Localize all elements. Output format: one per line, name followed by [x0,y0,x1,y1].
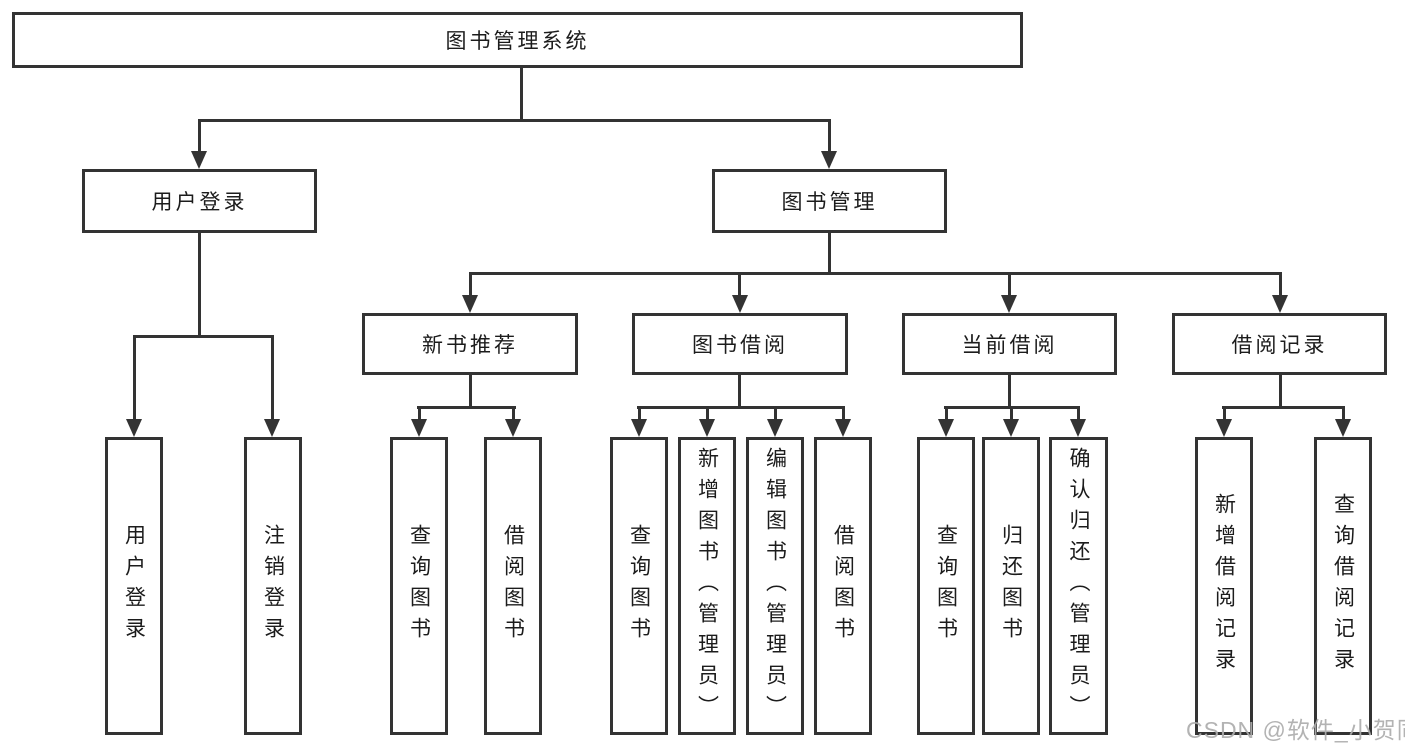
connector-new-book-hline [417,406,516,409]
leaf-borrow-add-label: 新增图书（管理员） [695,446,719,726]
arrowhead-borrow-record [1272,295,1288,313]
node-new-book-recommend-label: 新书推荐 [422,334,518,357]
connector-level3-hline [469,272,1282,275]
leaf-current-query: 查询图书 [917,437,975,735]
connector-to-leaf-current-query [945,406,948,420]
connector-to-leaf-newbook-borrow [512,406,515,420]
connector-to-leaf-newbook-query [418,406,421,420]
connector-to-book-borrow [738,272,741,297]
arrowhead-leaf-borrow-borrow [835,419,851,437]
connector-to-leaf-record-query [1342,406,1345,420]
arrowhead-new-book-recommend [462,295,478,313]
arrowhead-leaf-logout [264,419,280,437]
leaf-newbook-borrow-label: 借阅图书 [501,524,525,648]
arrowhead-leaf-borrow-query [631,419,647,437]
leaf-borrow-query: 查询图书 [610,437,668,735]
leaf-newbook-borrow: 借阅图书 [484,437,542,735]
node-current-borrow: 当前借阅 [902,313,1117,375]
connector-borrow-record-stem [1279,375,1282,408]
arrowhead-leaf-newbook-query [411,419,427,437]
connector-borrow-record-hline [1222,406,1344,409]
leaf-borrow-borrow-label: 借阅图书 [831,524,855,648]
leaf-current-confirm: 确认归还（管理员） [1049,437,1108,735]
connector-to-leaf-current-confirm [1077,406,1080,420]
connector-user-login-stem [198,233,201,337]
arrowhead-leaf-newbook-borrow [505,419,521,437]
leaf-record-add-label: 新增借阅记录 [1212,493,1236,679]
connector-to-leaf-user-login [133,335,136,420]
node-borrow-record: 借阅记录 [1172,313,1387,375]
node-user-login-label: 用户登录 [151,191,248,214]
arrowhead-leaf-current-query [938,419,954,437]
connector-to-book-management [828,119,831,152]
node-book-borrow-label: 图书借阅 [692,334,788,357]
connector-book-borrow-stem [738,375,741,408]
connector-book-borrow-hline [637,406,844,409]
arrowhead-leaf-borrow-edit [767,419,783,437]
leaf-borrow-edit-label: 编辑图书（管理员） [763,446,787,726]
connector-to-current-borrow [1008,272,1011,297]
leaf-borrow-query-label: 查询图书 [627,524,651,648]
connector-to-leaf-logout [271,335,274,420]
leaf-newbook-query-label: 查询图书 [407,524,431,648]
arrowhead-leaf-current-return [1003,419,1019,437]
leaf-newbook-query: 查询图书 [390,437,448,735]
connector-to-leaf-borrow-query [638,406,641,420]
leaf-record-query-label: 查询借阅记录 [1331,493,1355,679]
connector-to-leaf-borrow-add [706,406,709,420]
connector-level2-hline [198,119,830,122]
leaf-user-login: 用户登录 [105,437,163,735]
connector-book-management-stem [828,233,831,274]
connector-current-borrow-stem [1008,375,1011,408]
arrowhead-leaf-user-login [126,419,142,437]
leaf-logout-label: 注销登录 [261,524,285,648]
node-book-management-label: 图书管理 [781,191,878,214]
leaf-borrow-borrow: 借阅图书 [814,437,872,735]
leaf-current-confirm-label: 确认归还（管理员） [1067,446,1090,726]
leaf-current-return-label: 归还图书 [999,524,1023,648]
connector-root-stem [520,68,523,120]
arrowhead-leaf-record-query [1335,419,1351,437]
leaf-current-query-label: 查询图书 [934,524,958,648]
csdn-watermark: CSDN @软件_小贺同学 [1186,717,1405,743]
connector-to-new-book-recommend [469,272,472,297]
connector-to-borrow-record [1279,272,1282,297]
arrowhead-book-borrow [732,295,748,313]
leaf-record-query: 查询借阅记录 [1314,437,1372,735]
connector-to-leaf-current-return [1010,406,1013,420]
connector-to-leaf-borrow-edit [774,406,777,420]
node-user-login: 用户登录 [82,169,317,233]
node-root: 图书管理系统 [12,12,1023,68]
leaf-user-login-label: 用户登录 [122,524,146,648]
leaf-logout: 注销登录 [244,437,302,735]
node-book-management: 图书管理 [712,169,947,233]
arrowhead-leaf-record-add [1216,419,1232,437]
leaf-record-add: 新增借阅记录 [1195,437,1253,735]
arrowhead-leaf-current-confirm [1070,419,1086,437]
arrowhead-leaf-borrow-add [699,419,715,437]
arrowhead-current-borrow [1001,295,1017,313]
connector-to-user-login [198,119,201,152]
node-new-book-recommend: 新书推荐 [362,313,578,375]
connector-to-leaf-borrow-borrow [842,406,845,420]
connector-new-book-stem [469,375,472,408]
arrowhead-book-management [821,151,837,169]
leaf-borrow-add: 新增图书（管理员） [678,437,736,735]
leaf-current-return: 归还图书 [982,437,1040,735]
leaf-borrow-edit: 编辑图书（管理员） [746,437,804,735]
node-borrow-record-label: 借阅记录 [1231,334,1328,357]
arrowhead-user-login [191,151,207,169]
connector-user-login-hline [133,335,274,338]
connector-to-leaf-record-add [1223,406,1226,420]
node-root-label: 图书管理系统 [445,30,590,53]
node-book-borrow: 图书借阅 [632,313,848,375]
node-current-borrow-label: 当前借阅 [961,334,1058,357]
